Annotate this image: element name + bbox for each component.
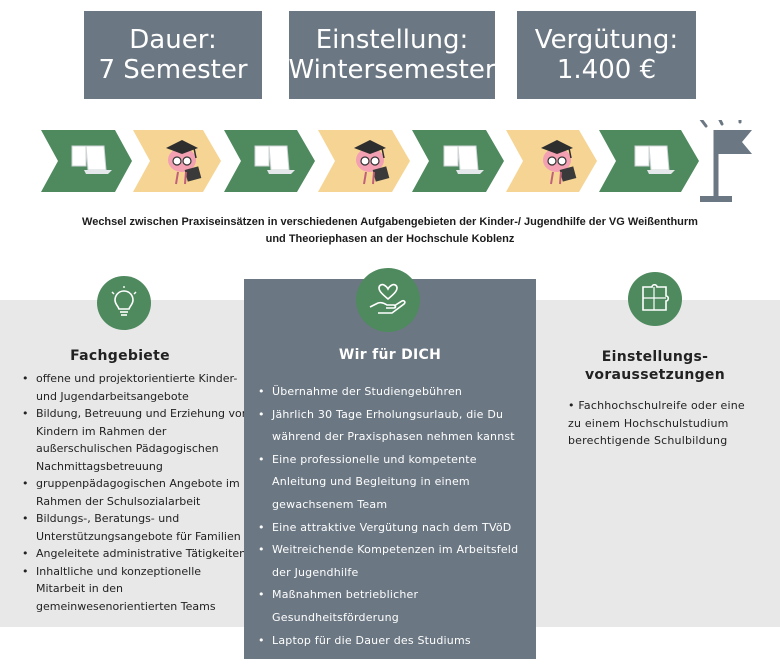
duration-value: 7 Semester xyxy=(98,55,248,85)
list-item: Laptop für die Dauer des Studiums xyxy=(258,630,528,653)
salary-label: Vergütung: xyxy=(534,25,679,55)
puzzle-icon xyxy=(642,284,670,311)
start-box: Einstellung: Wintersemester xyxy=(288,11,496,99)
salary-box: Vergütung: 1.400 € xyxy=(517,11,696,99)
goal-flag-icon xyxy=(699,120,752,202)
list-item: Bildungs-, Beratungs- und Unterstützungs… xyxy=(22,510,250,545)
start-value: Wintersemester xyxy=(288,55,496,85)
duration-label: Dauer: xyxy=(129,25,217,55)
requirements-heading-line-2: voraussetzungen xyxy=(585,367,725,383)
fachgebiete-list: offene und projektorientierte Kinder- un… xyxy=(22,370,250,615)
lightbulb-icon xyxy=(111,286,137,316)
benefits-heading: Wir für DICH xyxy=(338,347,442,363)
list-item: Eine professionelle und kompetente Anlei… xyxy=(258,449,528,517)
duration-box: Dauer: 7 Semester xyxy=(84,11,262,99)
list-item: Maßnahmen betrieblicher Gesundheitsförde… xyxy=(258,584,528,629)
requirements-badge xyxy=(628,272,682,326)
timeline-caption: Wechsel zwischen Praxiseinsätzen in vers… xyxy=(0,214,780,248)
fachgebiete-badge xyxy=(97,276,151,330)
phase-timeline xyxy=(41,120,752,202)
list-item: • Fachhochschulreife oder eine zu einem … xyxy=(568,399,745,447)
list-item: Weitreichende Kompetenzen im Arbeitsfeld… xyxy=(258,539,528,584)
requirements-heading: Einstellungs- voraussetzungen xyxy=(570,348,740,384)
list-item: Angeleitete administrative Tätigkeiten xyxy=(22,545,250,563)
caption-line-1: Wechsel zwischen Praxiseinsätzen in vers… xyxy=(82,216,698,228)
list-item: Eine attraktive Vergütung nach dem TVöD xyxy=(258,517,528,540)
requirements-heading-line-1: Einstellungs- xyxy=(601,349,709,365)
list-item: gruppenpädagogischen Angebote im Rahmen … xyxy=(22,475,250,510)
caption-line-2: und Theoriephasen an der Hochschule Kobl… xyxy=(265,233,515,245)
list-item: Bildung, Betreuung und Erziehung von Kin… xyxy=(22,405,250,475)
list-item: Inhaltliche und konzeptionelle Mitarbeit… xyxy=(22,563,250,616)
start-label: Einstellung: xyxy=(315,25,469,55)
salary-value: 1.400 € xyxy=(556,55,657,85)
requirements-list: • Fachhochschulreife oder eine zu einem … xyxy=(568,397,758,450)
list-item: offene und projektorientierte Kinder- un… xyxy=(22,370,250,405)
fachgebiete-heading: Fachgebiete xyxy=(70,348,170,364)
heart-hand-icon xyxy=(369,283,406,314)
benefits-list: Übernahme der Studiengebühren Jährlich 3… xyxy=(258,381,528,652)
list-item: Übernahme der Studiengebühren xyxy=(258,381,528,404)
list-item: Jährlich 30 Tage Erholungsurlaub, die Du… xyxy=(258,404,528,449)
benefits-badge xyxy=(356,268,420,332)
